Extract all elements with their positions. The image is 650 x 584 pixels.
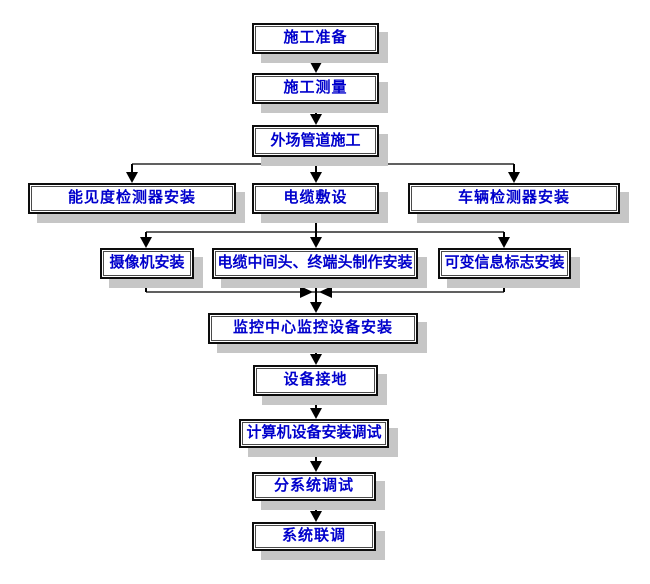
node-construction-survey-label: 施工测量 — [283, 80, 348, 96]
arrow-monitor-to-grounding — [310, 344, 322, 365]
arrow-survey-to-pipeline — [310, 104, 322, 125]
node-vehicle-detector-installation-label: 车辆检测器安装 — [457, 190, 570, 206]
node-cable-laying: 电缆敷设 — [252, 183, 379, 214]
branch-cable-split — [140, 214, 510, 248]
node-system-joint-debugging: 系统联调 — [252, 522, 376, 551]
arrow-prep-to-survey — [310, 53, 322, 73]
node-visibility-detector-installation: 能见度检测器安装 — [28, 183, 236, 214]
node-computer-equipment-installation-debugging-label: 计算机设备安装调试 — [246, 425, 382, 441]
arrow-computer-to-subsystem — [310, 448, 322, 472]
node-vehicle-detector-installation: 车辆检测器安装 — [408, 183, 620, 214]
merge-into-monitor — [145, 279, 505, 313]
node-field-pipeline-construction: 外场管道施工 — [252, 125, 379, 157]
node-field-pipeline-construction-label: 外场管道施工 — [270, 132, 361, 149]
node-equipment-grounding: 设备接地 — [253, 365, 378, 396]
node-monitoring-center-equipment-installation: 监控中心监控设备安装 — [208, 313, 418, 344]
node-subsystem-debugging: 分系统调试 — [252, 472, 376, 501]
arrow-grounding-to-computer — [310, 396, 322, 419]
node-camera-installation-label: 摄像机安装 — [109, 255, 185, 271]
node-variable-message-sign-installation-label: 可变信息标志安装 — [444, 255, 565, 271]
node-visibility-detector-installation-label: 能见度检测器安装 — [67, 190, 196, 206]
node-construction-preparation: 施工准备 — [252, 23, 379, 54]
node-computer-equipment-installation-debugging: 计算机设备安装调试 — [239, 419, 389, 448]
node-construction-preparation-label: 施工准备 — [283, 30, 348, 46]
node-cable-joint-terminal-installation: 电缆中间头、终端头制作安装 — [212, 248, 418, 279]
arrow-subsystem-to-system — [310, 501, 322, 522]
node-subsystem-debugging-label: 分系统调试 — [273, 478, 354, 494]
node-construction-survey: 施工测量 — [252, 73, 379, 104]
node-equipment-grounding-label: 设备接地 — [283, 372, 348, 388]
node-cable-joint-terminal-installation-label: 电缆中间头、终端头制作安装 — [217, 255, 413, 271]
node-monitoring-center-equipment-installation-label: 监控中心监控设备安装 — [232, 320, 393, 336]
node-variable-message-sign-installation: 可变信息标志安装 — [438, 248, 571, 279]
node-camera-installation: 摄像机安装 — [100, 248, 194, 279]
node-system-joint-debugging-label: 系统联调 — [281, 528, 346, 544]
node-cable-laying-label: 电缆敷设 — [283, 190, 348, 206]
branch-pipeline-split — [126, 157, 520, 183]
